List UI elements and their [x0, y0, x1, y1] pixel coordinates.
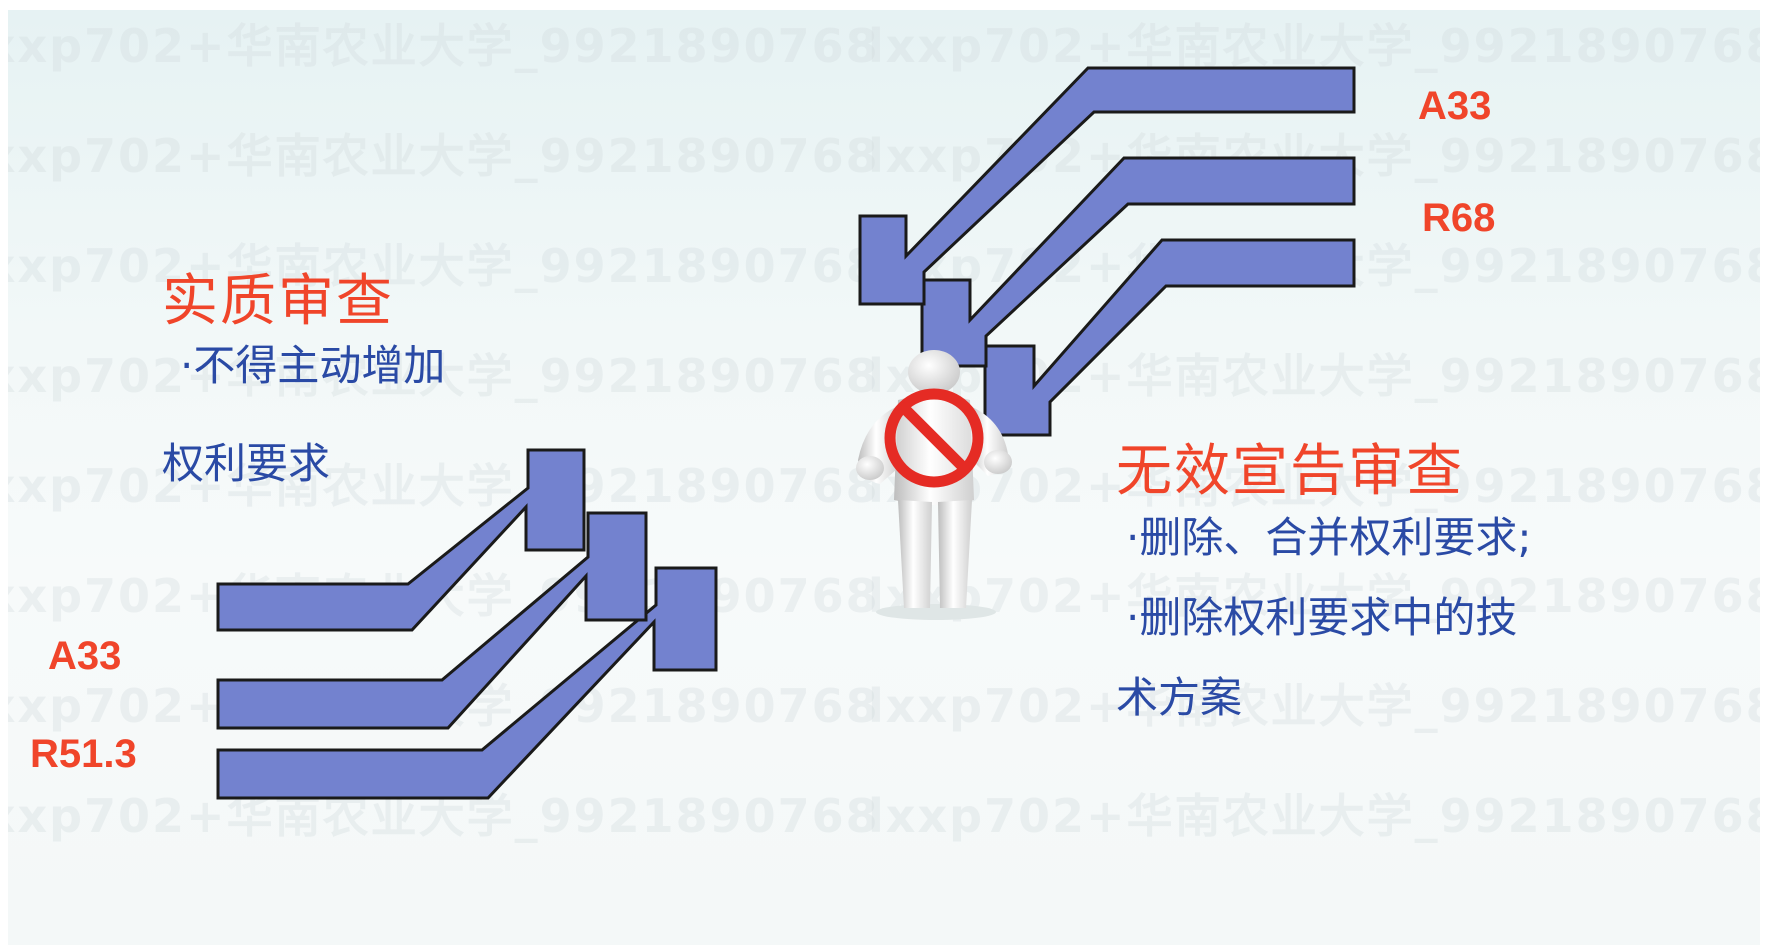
person-with-no-sign-icon — [856, 350, 1012, 620]
left-heading: 实质审查 — [162, 269, 394, 334]
right-line-3: 术方案 — [1116, 673, 1243, 722]
right-heading: 无效宣告审查 — [1116, 439, 1464, 504]
right-code-2: R68 — [1422, 196, 1496, 240]
right-line-2: ·删除权利要求中的技 — [1126, 593, 1518, 642]
left-arrow-3 — [216, 566, 718, 800]
left-line-2: 权利要求 — [162, 439, 331, 488]
watermark-row: lxxp702+华南农业大学_9921890768lxxp702+华南农业大学_… — [8, 569, 1760, 623]
right-code-1: A33 — [1418, 84, 1492, 128]
left-line-1: ·不得主动增加 — [180, 341, 446, 390]
right-line-1: ·删除、合并权利要求; — [1126, 513, 1532, 562]
left-arrow-1 — [216, 448, 586, 632]
left-arrow-2 — [216, 511, 648, 730]
arrows-layer — [216, 66, 1356, 800]
right-arrow-1 — [858, 66, 1356, 306]
left-code-2: R51.3 — [30, 732, 137, 776]
left-code-1: A33 — [48, 634, 122, 678]
